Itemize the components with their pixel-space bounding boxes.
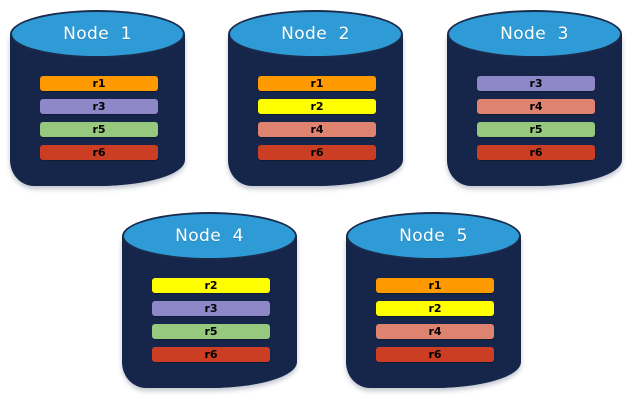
replica-bar[interactable]: r6: [40, 145, 158, 160]
node-label: Node 1: [63, 24, 132, 44]
replica-label: r4: [529, 100, 543, 113]
node-label: Node 2: [281, 24, 350, 44]
replica-bar[interactable]: r6: [258, 145, 376, 160]
cylinder-top-disc: Node 5: [346, 212, 521, 260]
replica-bar[interactable]: r2: [258, 99, 376, 114]
replica-label: r3: [204, 302, 218, 315]
replica-label: r6: [529, 146, 543, 159]
replica-label: r1: [92, 77, 106, 90]
replica-bar[interactable]: r4: [376, 324, 494, 339]
node-cylinder[interactable]: Node 4 r2 r3 r5 r6: [122, 212, 297, 388]
replica-bar[interactable]: r3: [477, 76, 595, 91]
replica-label: r6: [428, 348, 442, 361]
node-cylinder[interactable]: Node 5 r1 r2 r4 r6: [346, 212, 521, 388]
replica-list: r2 r3 r5 r6: [152, 278, 270, 362]
replica-bar[interactable]: r4: [258, 122, 376, 137]
replica-bar[interactable]: r1: [40, 76, 158, 91]
replica-bar[interactable]: r6: [477, 145, 595, 160]
node-label: Node 5: [399, 226, 468, 246]
replica-bar[interactable]: r6: [152, 347, 270, 362]
replica-bar[interactable]: r5: [152, 324, 270, 339]
replica-bar[interactable]: r1: [376, 278, 494, 293]
node-cylinder[interactable]: Node 3 r3 r4 r5 r6: [447, 10, 622, 186]
replica-list: r1 r2 r4 r6: [258, 76, 376, 160]
replica-label: r5: [204, 325, 218, 338]
replica-bar[interactable]: r1: [258, 76, 376, 91]
cylinder-top-disc: Node 2: [228, 10, 403, 58]
replica-label: r2: [428, 302, 442, 315]
replica-bar[interactable]: r2: [376, 301, 494, 316]
replica-label: r1: [310, 77, 324, 90]
replica-label: r3: [92, 100, 106, 113]
replica-bar[interactable]: r6: [376, 347, 494, 362]
node-label: Node 3: [500, 24, 569, 44]
replica-bar[interactable]: r5: [477, 122, 595, 137]
cylinder-top-disc: Node 3: [447, 10, 622, 58]
node-cylinder[interactable]: Node 2 r1 r2 r4 r6: [228, 10, 403, 186]
replica-bar[interactable]: r3: [152, 301, 270, 316]
replica-bar[interactable]: r4: [477, 99, 595, 114]
replica-label: r4: [428, 325, 442, 338]
cylinder-top-disc: Node 4: [122, 212, 297, 260]
replica-label: r4: [310, 123, 324, 136]
replica-list: r1 r2 r4 r6: [376, 278, 494, 362]
replica-bar[interactable]: r2: [152, 278, 270, 293]
replica-bar[interactable]: r3: [40, 99, 158, 114]
node-cylinder[interactable]: Node 1 r1 r3 r5 r6: [10, 10, 185, 186]
replica-list: r3 r4 r5 r6: [477, 76, 595, 160]
replica-label: r6: [204, 348, 218, 361]
replica-label: r5: [92, 123, 106, 136]
replica-label: r6: [92, 146, 106, 159]
node-label: Node 4: [175, 226, 244, 246]
cylinder-top-disc: Node 1: [10, 10, 185, 58]
replica-label: r2: [310, 100, 324, 113]
replica-list: r1 r3 r5 r6: [40, 76, 158, 160]
replica-label: r5: [529, 123, 543, 136]
replica-bar[interactable]: r5: [40, 122, 158, 137]
replica-label: r2: [204, 279, 218, 292]
replica-label: r1: [428, 279, 442, 292]
replica-label: r3: [529, 77, 543, 90]
replica-label: r6: [310, 146, 324, 159]
